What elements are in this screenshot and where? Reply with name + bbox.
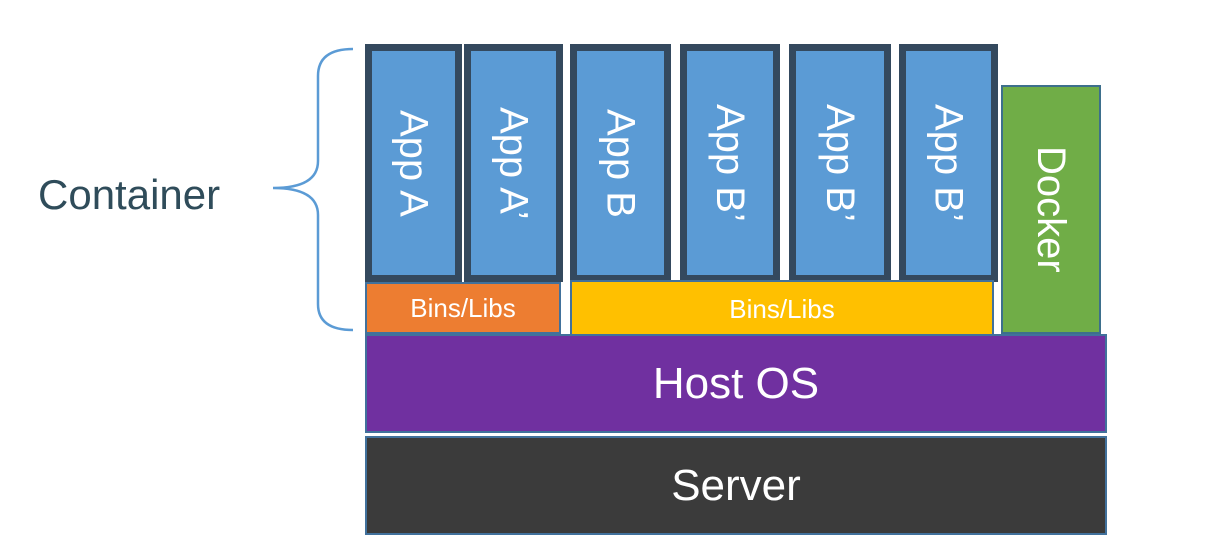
bins-libs-b-label: Bins/Libs — [729, 293, 835, 324]
docker-label: Docker — [1029, 146, 1073, 273]
app-a-prime-box: App A’ — [464, 44, 563, 282]
app-a-box: App A — [365, 44, 462, 282]
app-a-prime-label: App A’ — [491, 106, 536, 220]
app-b-prime-box-3: App B’ — [899, 44, 998, 282]
container-brace — [272, 47, 354, 332]
app-b-box: App B — [570, 44, 671, 282]
app-b-label: App B — [598, 108, 643, 218]
bins-libs-a: Bins/Libs — [365, 282, 561, 334]
bins-libs-a-label: Bins/Libs — [410, 292, 516, 323]
app-b-prime-box-2: App B’ — [789, 44, 891, 282]
host-os-label: Host OS — [652, 358, 820, 408]
host-os-layer: Host OS — [365, 334, 1107, 433]
docker-box: Docker — [1001, 85, 1101, 334]
app-b-prime-box-1: App B’ — [680, 44, 780, 282]
app-a-label: App A — [391, 109, 436, 217]
server-label: Server — [671, 460, 801, 510]
app-b-prime-label-2: App B’ — [818, 104, 862, 222]
app-b-prime-label-3: App B’ — [926, 104, 971, 222]
bins-libs-b: Bins/Libs — [570, 280, 994, 338]
server-layer: Server — [365, 436, 1107, 535]
app-b-prime-label-1: App B’ — [708, 104, 752, 222]
container-label: Container — [38, 171, 221, 218]
